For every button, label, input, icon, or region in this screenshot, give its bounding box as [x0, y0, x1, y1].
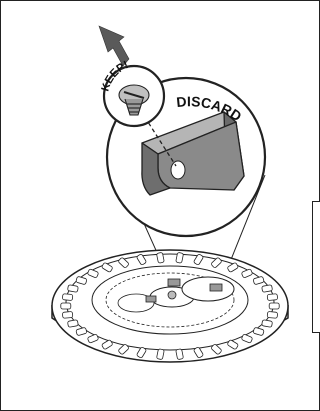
rim-slot [62, 311, 72, 318]
rim-slot [67, 285, 78, 293]
fan-housing [52, 250, 288, 362]
rim-slot [269, 303, 279, 309]
rim-slot [267, 311, 277, 318]
rim-slot [262, 285, 273, 293]
rim-slot [262, 320, 273, 328]
rim-slot [61, 303, 71, 309]
rim-slot [67, 320, 78, 328]
rim-slot [62, 294, 72, 301]
rim-slot [267, 294, 277, 301]
